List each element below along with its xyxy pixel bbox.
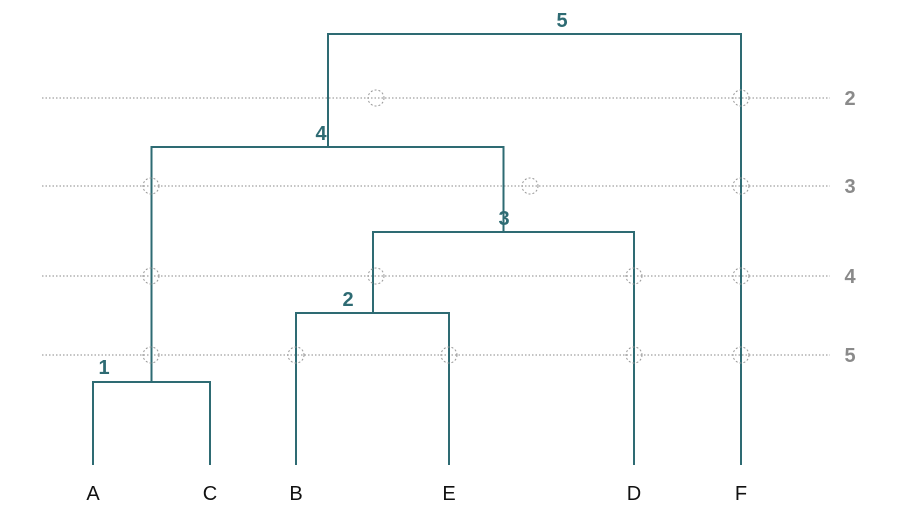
cut-label-2: 2 [844, 88, 855, 110]
leaf-label-f: F [735, 483, 747, 505]
intersection-marker [732, 89, 750, 107]
merge-labels: 1 2 3 4 5 [98, 10, 567, 379]
intersection-marker [142, 346, 160, 364]
merge-label-4: 4 [315, 123, 327, 145]
intersection-marker [521, 177, 539, 195]
merge-label-1: 1 [98, 357, 109, 379]
intersection-marker [625, 267, 643, 285]
leaf-label-c: C [203, 483, 217, 505]
intersection-markers [142, 89, 750, 364]
merge-1-branch [92, 381, 211, 465]
merge-5-branch [327, 33, 742, 465]
leaf-label-d: D [627, 483, 641, 505]
intersection-marker [287, 346, 305, 364]
cut-label-4: 4 [844, 266, 856, 288]
merge-2-branch [295, 312, 450, 465]
cut-labels: 2 3 4 5 [844, 88, 856, 367]
intersection-marker [732, 267, 750, 285]
cut-label-5: 5 [844, 345, 855, 367]
leaf-label-a: A [86, 483, 100, 505]
intersection-marker [440, 346, 458, 364]
dendrogram-branches [92, 33, 742, 465]
intersection-marker [142, 177, 160, 195]
intersection-marker [625, 346, 643, 364]
merge-label-5: 5 [556, 10, 567, 32]
leaf-label-b: B [289, 483, 302, 505]
intersection-marker [367, 89, 385, 107]
intersection-marker [142, 267, 160, 285]
leaf-label-e: E [442, 483, 455, 505]
intersection-marker [367, 267, 385, 285]
intersection-marker [732, 177, 750, 195]
leaf-labels: A C B E D F [86, 483, 747, 505]
merge-4-branch [150, 146, 505, 382]
merge-label-3: 3 [498, 208, 509, 230]
cut-lines [42, 97, 830, 356]
merge-3-branch [372, 231, 635, 465]
merge-label-2: 2 [342, 289, 353, 311]
intersection-marker [732, 346, 750, 364]
cut-label-3: 3 [844, 176, 855, 198]
